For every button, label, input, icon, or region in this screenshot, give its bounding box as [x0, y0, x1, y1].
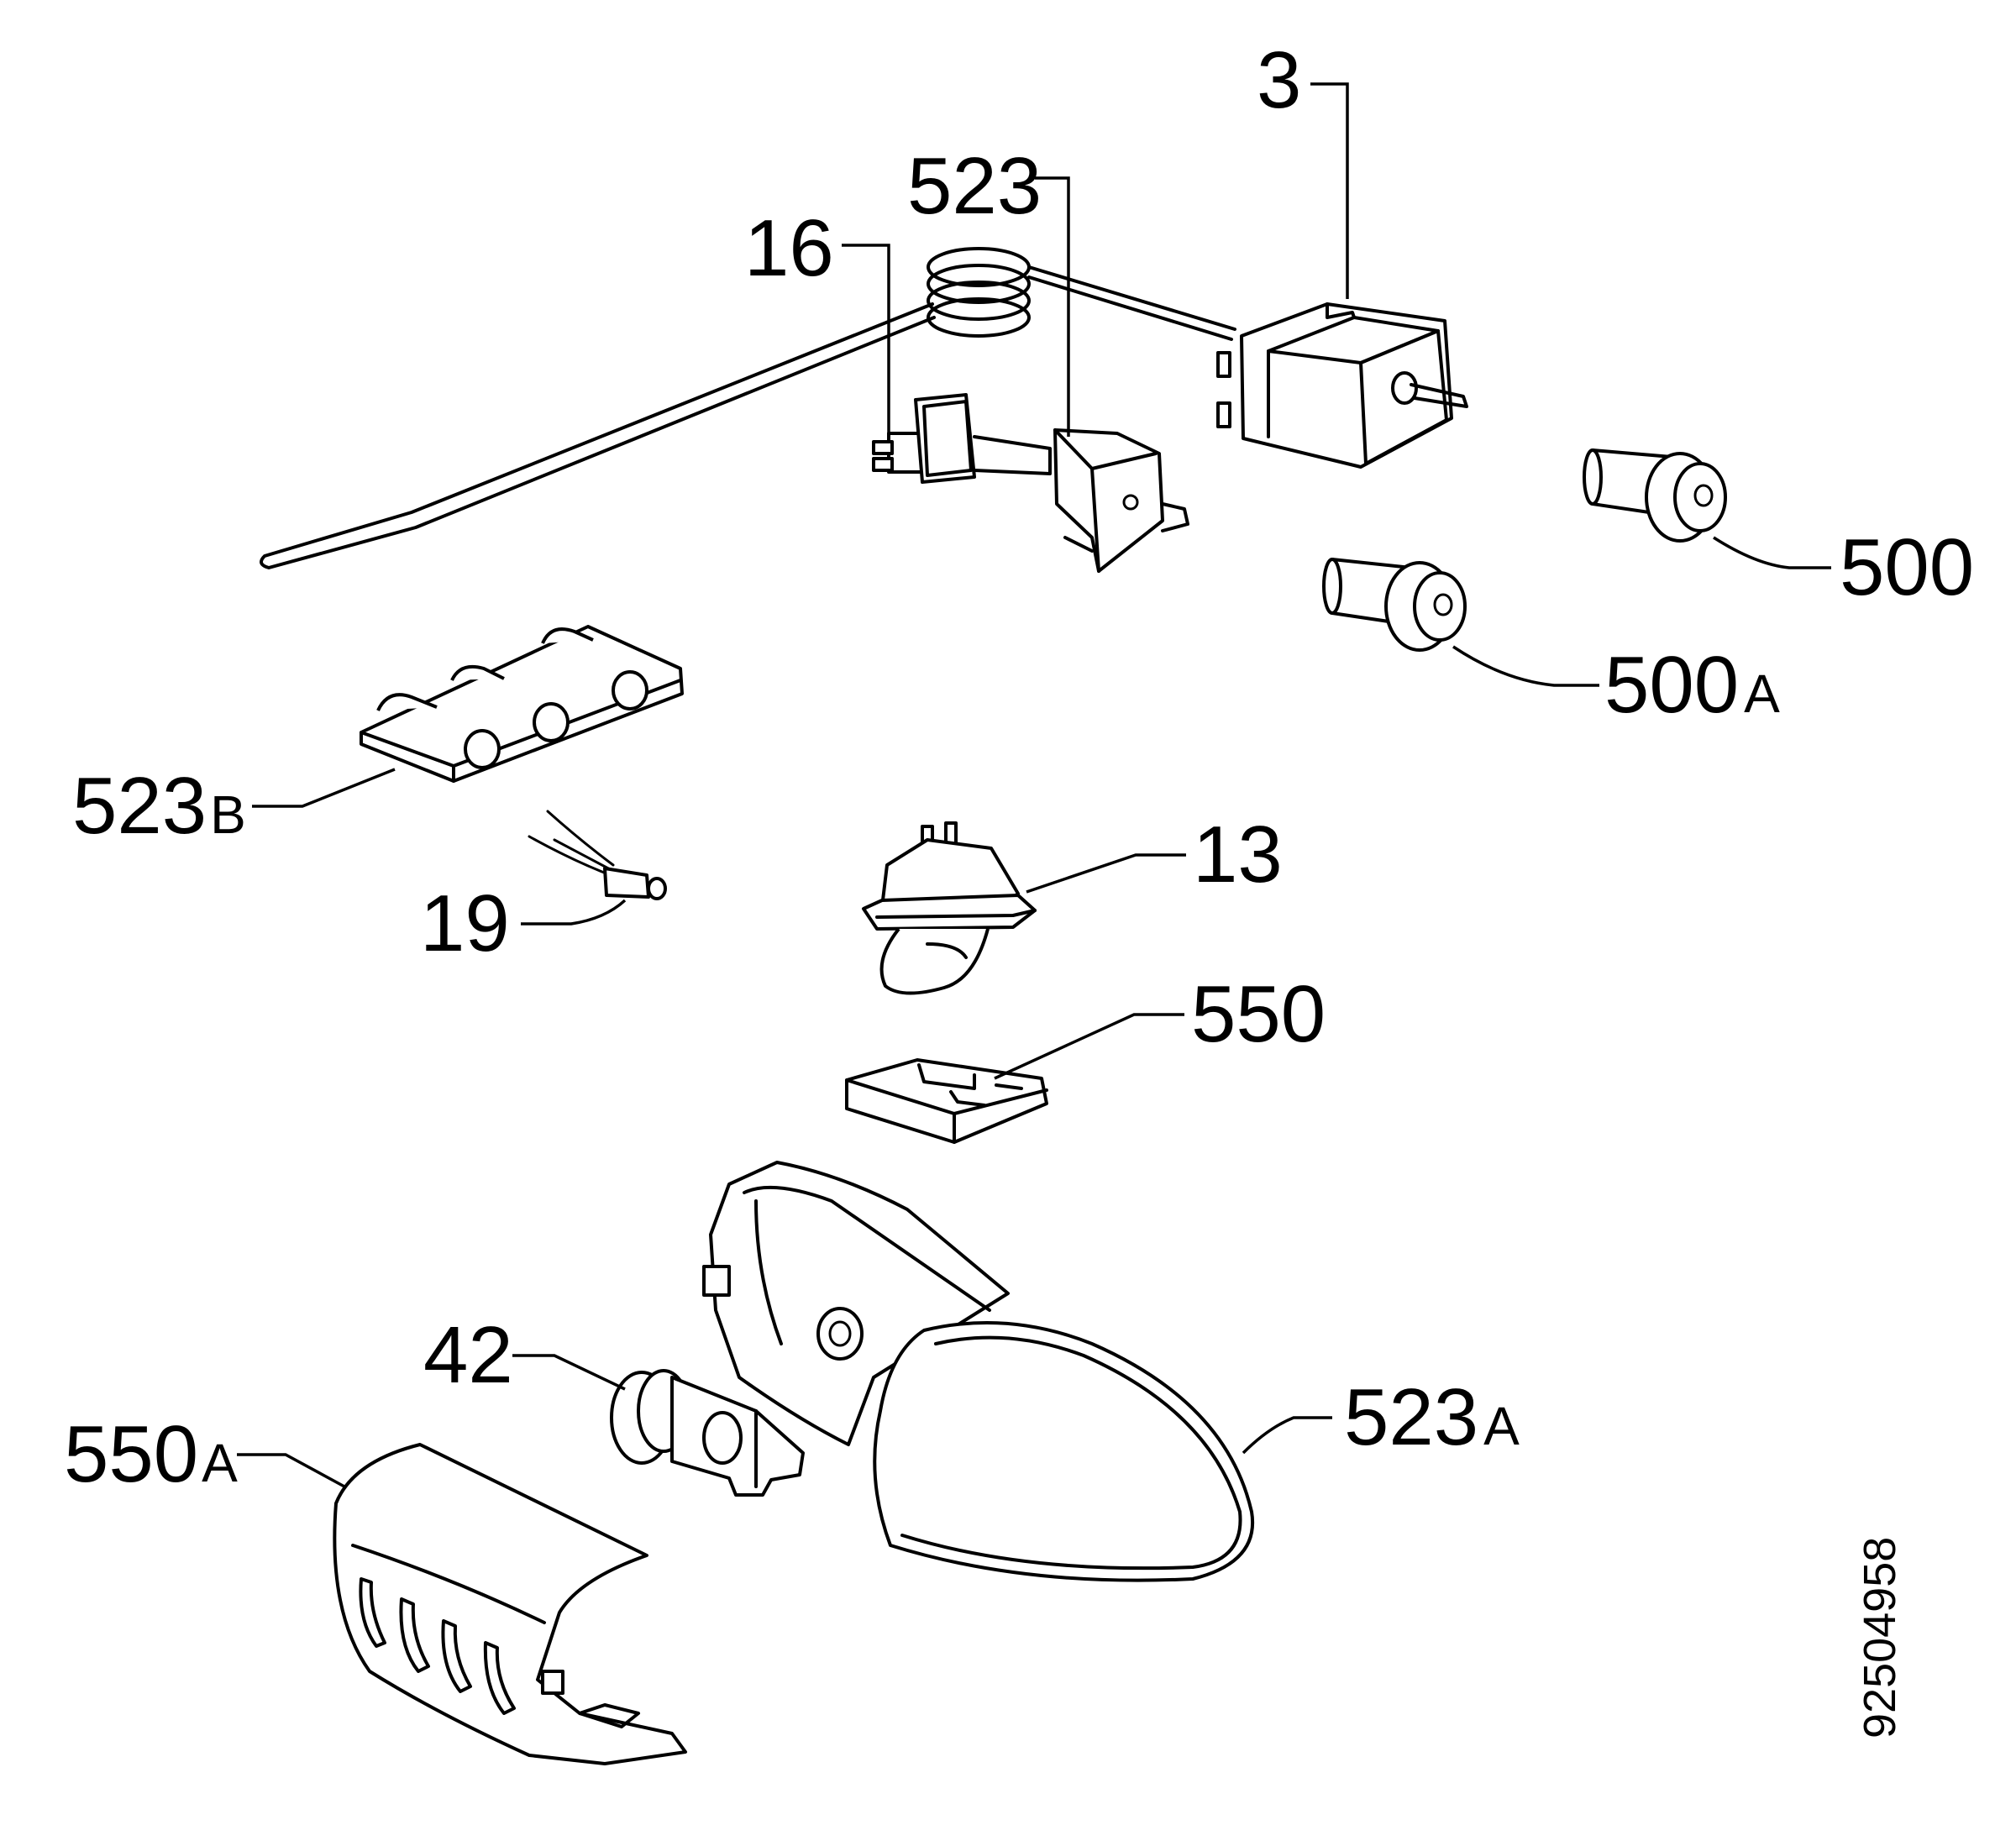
leader-19 — [521, 899, 627, 926]
callout-19: 19 — [420, 878, 510, 968]
part-19-lamp — [528, 810, 667, 900]
part-500-knob — [1583, 448, 1727, 543]
leader-3 — [1310, 82, 1349, 299]
leader-lines — [237, 82, 1831, 1488]
part-550A-grille — [333, 1443, 687, 1765]
callout-523A: 523A — [1344, 1372, 1520, 1462]
leader-13 — [1026, 853, 1186, 894]
callout-3: 3 — [1257, 35, 1301, 125]
document-number: 92504958 — [1855, 1537, 1905, 1738]
part-523-bracket — [1053, 428, 1189, 573]
leader-500A — [1452, 645, 1599, 687]
part-523A-housing — [702, 1161, 1255, 1582]
leader-523A — [1242, 1416, 1332, 1455]
callout-13: 13 — [1193, 810, 1283, 899]
leader-550 — [994, 1013, 1184, 1080]
leader-42 — [512, 1354, 626, 1391]
callout-550A: 550A — [64, 1409, 238, 1499]
part-16-switch — [872, 393, 1052, 484]
callout-16: 16 — [744, 203, 834, 293]
callout-523B: 523B — [72, 761, 246, 851]
callout-500A: 500A — [1604, 640, 1780, 730]
part-500A-knob — [1322, 558, 1467, 652]
part-523B-strip — [360, 625, 684, 783]
callout-42: 42 — [423, 1310, 513, 1400]
part-550-clip — [845, 1058, 1048, 1144]
callout-550: 550 — [1191, 969, 1326, 1059]
part-42-socket — [610, 1369, 805, 1497]
leader-16 — [842, 244, 890, 433]
part-3-thermostat — [260, 247, 1468, 569]
leader-500 — [1713, 536, 1831, 569]
callout-labels: 3 523 16 500 500A 523B 13 19 550 42 523A… — [64, 35, 1974, 1738]
part-13-lamp-holder — [862, 821, 1037, 995]
callout-500: 500 — [1840, 522, 1974, 612]
leader-550A — [237, 1453, 345, 1488]
leader-523 — [1035, 176, 1070, 437]
leader-523B — [252, 768, 396, 808]
callout-523: 523 — [907, 141, 1042, 231]
